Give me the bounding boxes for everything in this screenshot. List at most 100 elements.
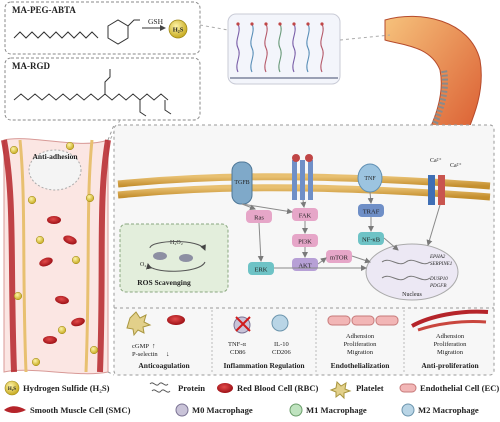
rbc-icon [43,336,57,344]
anti-adhesion-label: Anti-adhesion [32,152,78,161]
hydrogel-network-panel [227,13,341,85]
svg-text:Endothelial Cell (EC): Endothelial Cell (EC) [420,383,499,393]
h2s-icon [13,291,23,301]
legend-ec: Endothelial Cell (EC) [399,383,499,393]
svg-text:Inflammation Regulation: Inflammation Regulation [223,361,305,370]
ros-scavenging-box: ROS Scavenging H₂O₂ O₂ [119,223,229,293]
peg-chain [13,31,99,39]
h2s-icon [31,357,41,367]
cell-membrane-outer [117,173,491,190]
legend-platelet: Platelet [329,380,384,400]
svg-text:H₂O₂: H₂O₂ [170,240,183,246]
svg-text:Ca²⁺: Ca²⁺ [450,162,462,169]
platelet-icon [329,380,352,400]
node-erk: ERK [248,262,274,275]
svg-text:Migration: Migration [437,349,464,356]
rbc-icon [71,317,85,327]
anti-adhesion-bubble [28,149,82,191]
svg-text:DUSP10: DUSP10 [429,277,448,282]
svg-text:Hydrogen Sulfide (H₂S): Hydrogen Sulfide (H₂S) [23,383,110,393]
svg-text:↓: ↓ [166,350,170,358]
h2s-icon [4,380,20,396]
pathway-arrows [241,191,441,271]
rgd-node [236,22,240,26]
polymer-strand [278,23,282,73]
h2s-icon [71,255,81,265]
svg-text:H₂S: H₂S [173,27,184,34]
gsh-label: GSH [148,17,164,26]
h2s-icon [27,195,37,205]
svg-text:M2 Macrophage: M2 Macrophage [418,405,479,415]
smc-icon [4,406,26,413]
legend-m0: M0 Macrophage [175,403,253,417]
hydrogel-network [230,22,338,79]
svg-text:TNF: TNF [364,176,376,182]
polymer-strand [320,23,324,73]
ma-rgd-panel: MA-RGD [4,57,201,121]
svg-text:TRAF: TRAF [363,209,380,216]
node-pi3k: PI3K [292,234,318,247]
ma-rgd-title: MA-RGD [12,61,50,71]
svg-text:↑: ↑ [152,342,156,350]
svg-text:ERK: ERK [255,267,268,274]
svg-text:TNF-α: TNF-α [228,341,246,348]
svg-text:Smooth Muscle Cell (SMC): Smooth Muscle Cell (SMC) [30,405,131,415]
h2s-icon [65,141,75,151]
legend: H₂S Hydrogen Sulfide (H₂S) Protein Red B… [4,380,499,417]
legend-protein: Protein [149,382,205,393]
node-nfkb: NF-κB [358,232,384,245]
node-traf: TRAF [358,204,384,217]
svg-text:CD206: CD206 [272,349,292,356]
pathway-panel [107,124,495,376]
polymer-strand [250,23,254,73]
svg-text:Proliferation: Proliferation [344,341,378,348]
svg-text:PI3K: PI3K [298,239,312,246]
svg-text:O₂: O₂ [140,262,146,268]
integrin-receptor: TGFB [231,161,253,205]
rbc-icon [217,383,233,393]
rgd-receptor-complex [292,154,313,200]
svg-text:AKT: AKT [298,263,311,270]
svg-text:NF-κB: NF-κB [362,237,381,244]
svg-text:FAK: FAK [299,213,312,220]
m2-icon [401,403,415,417]
svg-text:mTOR: mTOR [330,255,349,262]
legend-m1: M1 Macrophage [289,403,367,417]
polymer-strand [236,23,240,73]
protein-icon [149,382,171,393]
benzene-ring [107,19,129,45]
svg-text:M1 Macrophage: M1 Macrophage [306,405,367,415]
effect-anticoagulation: cGMP ↑ P-selectin ↓ Anticoagulation [126,311,190,370]
svg-text:Nucleus: Nucleus [402,292,422,298]
rgd-node [250,22,254,26]
polymer-strand [264,23,268,73]
smc-layer-right [97,139,111,373]
calcium-channel: Ca²⁺ Ca²⁺ [428,157,462,205]
h2s-icon [57,325,67,335]
rbc-icon [47,216,61,224]
nucleus: Nucleus EPHA2 SERPINE1 DUSP10 PDGFB [365,243,459,301]
svg-text:Ca²⁺: Ca²⁺ [430,157,442,164]
svg-text:H₂S: H₂S [8,387,16,392]
smc-layer-left [1,139,17,373]
effect-endothelialization: Adhension Proliferation Migration Endoth… [327,315,399,370]
m1-icon [289,403,303,417]
ros-scavenging-title: ROS Scavenging [137,278,191,287]
svg-text:EPHA2: EPHA2 [429,255,446,260]
legend-smc: Smooth Muscle Cell (SMC) [4,405,131,415]
svg-text:Migration: Migration [347,349,374,356]
h2s-icon [35,235,45,245]
node-fak: FAK [292,208,318,221]
polymer-strand [292,23,296,73]
rgd-node [278,22,282,26]
effect-inflammation: TNF-α CD86 IL-10 CD206 Inflammation Regu… [223,314,305,370]
rgd-backbone [13,93,169,101]
rgd-node [264,22,268,26]
legend-m2: M2 Macrophage [401,403,479,417]
rbc-icon [63,235,77,245]
node-ras: Ras [246,210,272,223]
rgd-node [306,22,310,26]
cell-membrane-inner [117,184,491,201]
